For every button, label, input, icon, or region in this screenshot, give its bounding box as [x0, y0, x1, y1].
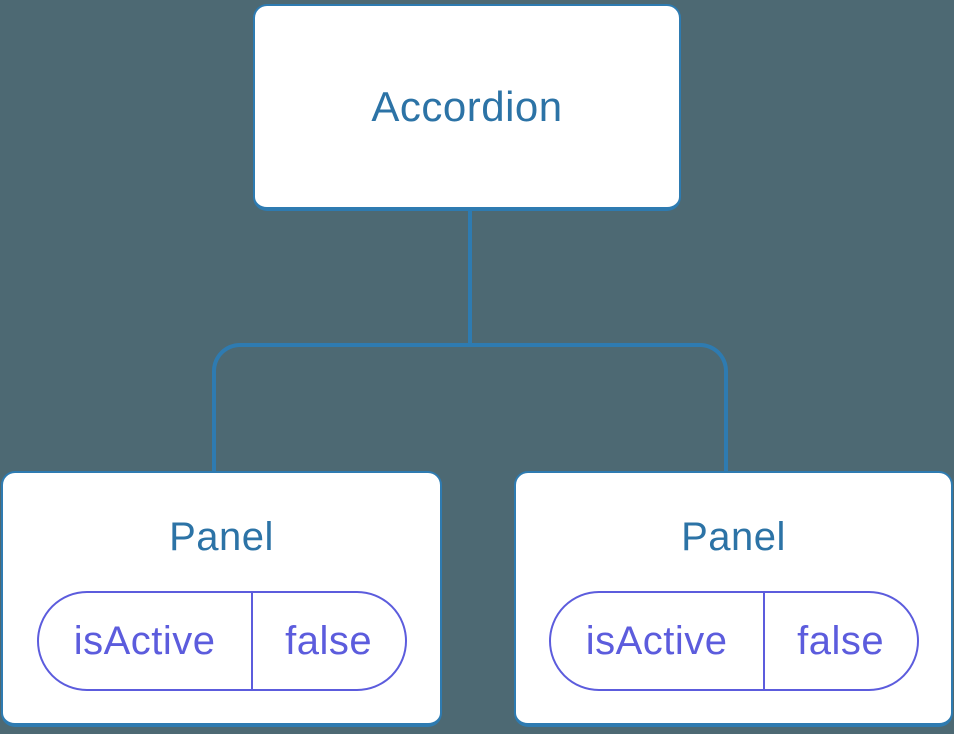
tree-node-panel-left: Panel isActive false — [1, 471, 442, 727]
panel-node-label: Panel — [681, 515, 786, 559]
state-pill: isActive false — [36, 591, 407, 691]
state-value-label: false — [250, 593, 405, 689]
panel-node-label: Panel — [169, 515, 274, 559]
state-pill: isActive false — [548, 591, 919, 691]
state-value-label: false — [762, 593, 917, 689]
state-key-label: isActive — [73, 618, 216, 663]
connector-stem-line — [468, 209, 472, 347]
tree-node-panel-right: Panel isActive false — [514, 471, 953, 727]
state-key-label: isActive — [585, 618, 728, 663]
accordion-node-label: Accordion — [371, 82, 563, 130]
connector-branch-line — [212, 343, 728, 471]
tree-node-accordion: Accordion — [253, 4, 681, 211]
